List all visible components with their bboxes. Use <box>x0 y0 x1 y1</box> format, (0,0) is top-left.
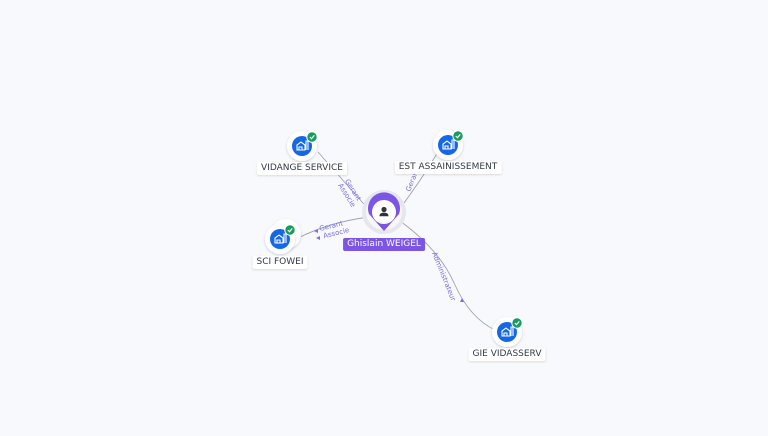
check-badge <box>284 224 296 236</box>
building-icon <box>501 326 514 337</box>
arrow-gie-administrateur <box>460 298 464 302</box>
person-label[interactable]: Ghislain WEIGEL <box>343 238 425 251</box>
building-icon <box>442 139 455 150</box>
company-node-gie[interactable] <box>492 317 523 347</box>
building-icon <box>274 233 287 244</box>
arrow-sci-gerant <box>314 229 318 233</box>
edge-sci <box>297 216 370 239</box>
check-icon <box>514 321 520 326</box>
arrow-sci-associe <box>316 236 320 240</box>
company-label-gie[interactable]: GIE VIDASSERV <box>468 348 546 361</box>
check-badge <box>511 317 523 329</box>
building-icon <box>296 140 309 151</box>
check-icon <box>455 134 461 139</box>
company-node-vidange[interactable] <box>287 131 318 161</box>
company-label-sci[interactable]: SCI FOWEI <box>252 256 308 269</box>
edge-gie <box>399 220 496 331</box>
person-node[interactable] <box>362 190 406 234</box>
company-label-vidange[interactable]: VIDANGE SERVICE <box>257 162 347 175</box>
check-badge <box>306 131 318 143</box>
check-badge <box>452 130 464 142</box>
user-icon <box>379 206 389 217</box>
check-icon <box>309 135 315 140</box>
edge-label-gie-administrateur: Administrateur <box>430 251 457 302</box>
company-node-est[interactable] <box>433 130 464 160</box>
check-icon <box>287 228 293 233</box>
company-node-sci[interactable] <box>265 219 301 254</box>
company-label-est[interactable]: EST ASSAINISSEMENT <box>394 161 502 174</box>
